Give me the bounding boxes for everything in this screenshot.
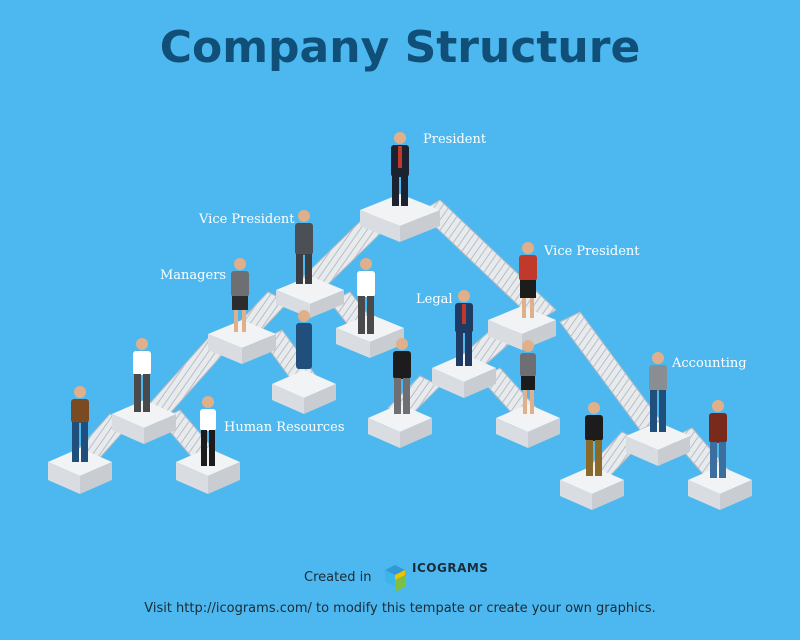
platform-managers	[208, 320, 276, 364]
person-vp-left-figure	[295, 210, 313, 284]
platform-staff	[112, 400, 176, 444]
person-human-resources-figure	[200, 396, 216, 466]
footer-created-in: Created in	[304, 570, 372, 585]
platform-legal-secretary	[496, 404, 560, 448]
platform-legal-assistant	[368, 404, 432, 448]
icograms-logo-icon[interactable]	[383, 560, 499, 592]
label-managers: Managers	[160, 268, 226, 283]
label-human-resources: Human Resources	[224, 420, 345, 435]
role-labels: President Vice President Vice President …	[160, 132, 747, 435]
label-legal: Legal	[416, 292, 453, 307]
platform-hr-top	[272, 370, 336, 414]
platform-accounting-clerk-2	[688, 466, 752, 510]
person-accounting-clerk-2-figure	[709, 400, 727, 478]
platforms	[48, 194, 752, 510]
platform-legal	[432, 354, 496, 398]
people	[71, 132, 727, 478]
person-accounting-figure	[649, 352, 667, 432]
label-vice-president-left: Vice President	[198, 212, 295, 227]
platform-accounting-clerk	[560, 466, 624, 510]
person-legal-assistant-figure	[393, 338, 411, 414]
label-president: President	[423, 132, 487, 147]
platform-president	[360, 194, 440, 242]
footer-visit-link[interactable]: Visit http://icograms.com/ to modify thi…	[144, 601, 656, 616]
icograms-brand-text[interactable]: ICOGRAMS	[412, 561, 489, 575]
platform-human-resources	[176, 448, 240, 494]
platform-accounting	[626, 422, 690, 466]
page-title: Company Structure	[159, 22, 641, 73]
person-president-figure	[391, 132, 409, 206]
label-accounting: Accounting	[671, 356, 747, 371]
person-legal-secretary-figure	[520, 340, 536, 414]
person-vp-right-figure	[519, 242, 537, 318]
stair-vp-right-to-accounting	[559, 311, 661, 431]
person-legal-figure	[455, 290, 473, 366]
platform-employee	[48, 448, 112, 494]
label-vice-president-right: Vice President	[543, 244, 640, 259]
person-staff-figure	[133, 338, 151, 412]
person-manager-2-figure	[357, 258, 375, 334]
person-manager-figure	[231, 258, 249, 332]
person-hr-top-figure	[296, 310, 312, 369]
person-accounting-clerk-figure	[585, 402, 603, 476]
person-employee-figure	[71, 386, 89, 462]
